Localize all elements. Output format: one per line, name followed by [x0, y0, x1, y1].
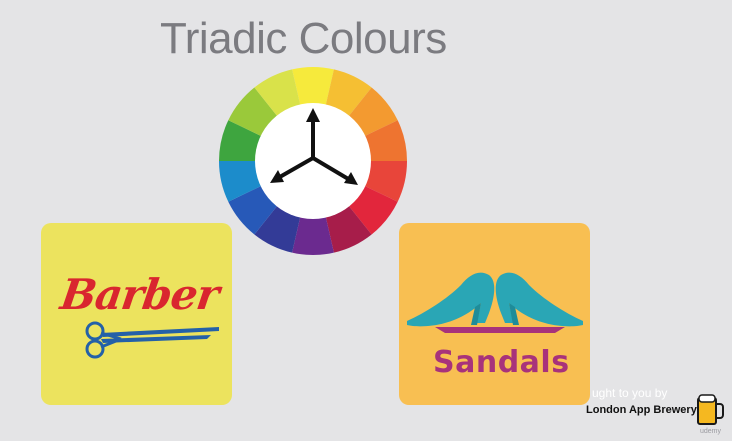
- sandals-logo-text: Sandals: [433, 345, 570, 380]
- color-wheel: [219, 67, 407, 255]
- slide-title: Triadic Colours: [160, 14, 447, 63]
- scissors-icon: [85, 321, 219, 359]
- high-heels-icon: [407, 272, 583, 333]
- barber-card: Barber: [41, 223, 232, 405]
- barber-logo-text: Barber: [57, 270, 222, 319]
- sandals-card: Sandals: [399, 223, 590, 405]
- watermark-line1: ught to you by: [592, 386, 668, 400]
- udemy-watermark: udemy: [700, 428, 722, 435]
- triadic-arrows-icon: [270, 108, 358, 185]
- beer-mug-icon: [697, 394, 724, 425]
- color-wheel-center: [255, 103, 371, 219]
- watermark-brand: London App Brewery: [586, 404, 697, 416]
